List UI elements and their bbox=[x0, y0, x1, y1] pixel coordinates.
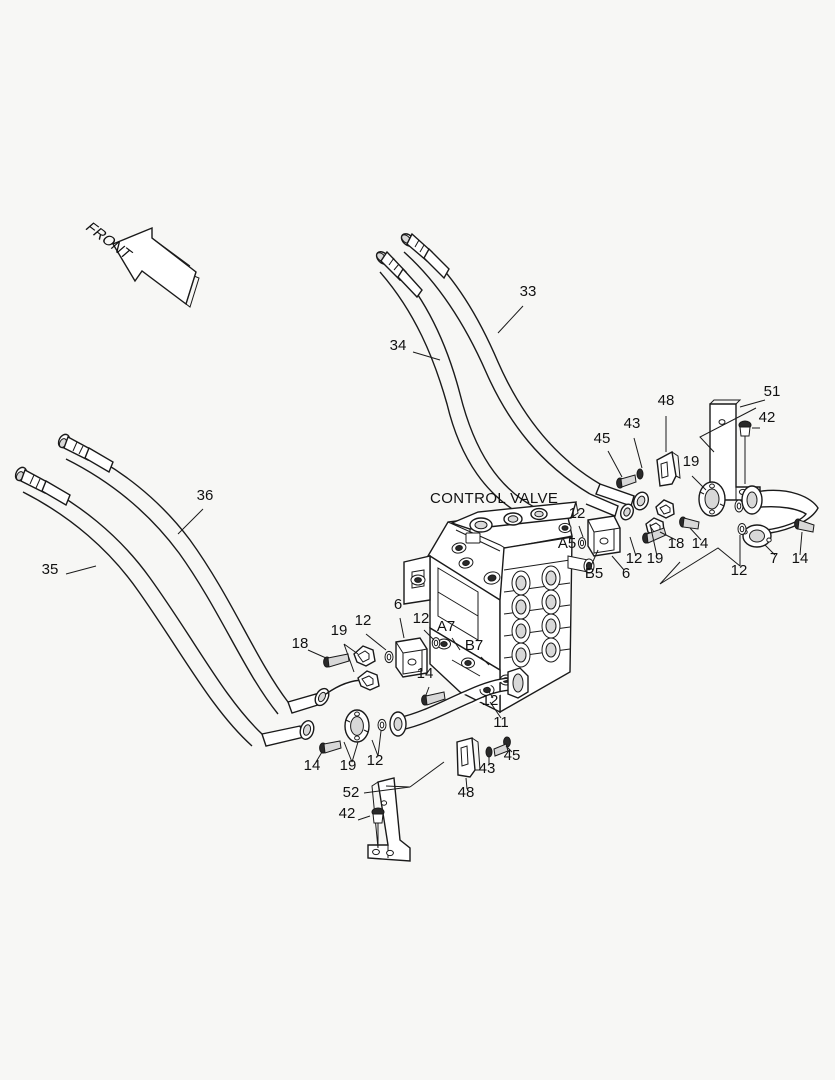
washer-43-lower bbox=[485, 746, 493, 758]
callout-14-b: 14 bbox=[792, 550, 809, 567]
washer-43-upper bbox=[636, 468, 644, 480]
callout-11: 11 bbox=[493, 714, 509, 731]
bolt-45-lower bbox=[493, 736, 511, 757]
callout-7: 7 bbox=[770, 550, 778, 567]
clamp-bracket-48-upper bbox=[656, 450, 681, 487]
callout-port-B7: B7 bbox=[465, 637, 483, 654]
hose-end-coupling-upper bbox=[585, 483, 650, 521]
port-B7-boss bbox=[461, 657, 475, 669]
port-B5-boss bbox=[567, 555, 595, 574]
solenoid-block-6-left bbox=[395, 637, 428, 678]
bolt-14-lower-mid bbox=[421, 691, 446, 706]
callout-port-A5: A5 bbox=[558, 535, 576, 552]
bolt-14-lower-left bbox=[319, 740, 342, 754]
hose-35 bbox=[14, 466, 263, 747]
hose-35-end-coupling bbox=[261, 719, 315, 747]
bracket-52 bbox=[367, 777, 411, 862]
pipe-11 bbox=[389, 667, 529, 737]
callout-51: 51 bbox=[764, 383, 781, 400]
bolt-14-upper-right bbox=[794, 518, 815, 533]
callout-port-B5: B5 bbox=[585, 565, 603, 582]
callout-45-lower: 45 bbox=[504, 747, 521, 764]
callout-6-left: 6 bbox=[394, 596, 402, 613]
callout-35: 35 bbox=[42, 561, 59, 578]
callout-19-upper: 19 bbox=[683, 453, 700, 470]
hose-36-end-fitting bbox=[57, 433, 114, 474]
callout-19-c: 19 bbox=[340, 757, 357, 774]
callout-36: 36 bbox=[197, 487, 214, 504]
title-control-valve: CONTROL VALVE bbox=[430, 490, 558, 507]
half-clamp-19-lower-left bbox=[353, 645, 380, 691]
callout-port-A7: A7 bbox=[437, 618, 455, 635]
callout-52: 52 bbox=[343, 784, 360, 801]
hose-34-end-fitting bbox=[375, 250, 423, 299]
oring-12-upper-low bbox=[737, 523, 747, 535]
callout-42-upper: 42 bbox=[759, 409, 776, 426]
callout-12-c: 12 bbox=[367, 752, 384, 769]
flange-19-upper bbox=[698, 481, 726, 517]
bolt-42-upper bbox=[738, 420, 752, 484]
callout-12-right: 12 bbox=[626, 550, 643, 567]
oring-12-upper-mid bbox=[734, 499, 744, 513]
port-A7-boss bbox=[437, 638, 451, 650]
callout-48-upper: 48 bbox=[658, 392, 675, 409]
hose-33-end-fitting bbox=[400, 232, 450, 280]
callout-12-left: 12 bbox=[355, 612, 372, 629]
callout-48-lower: 48 bbox=[458, 784, 475, 801]
solenoid-block-6-right bbox=[587, 515, 621, 557]
hose-35-end-fitting bbox=[14, 466, 71, 507]
callout-43-lower: 43 bbox=[479, 760, 496, 777]
leader-lines bbox=[65, 305, 803, 821]
elbow-7 bbox=[741, 485, 819, 548]
oring-12-upper-left bbox=[577, 537, 587, 549]
clamp-bracket-48-lower bbox=[456, 737, 481, 778]
callout-14-c: 14 bbox=[304, 757, 321, 774]
oring-12-lower-mid bbox=[431, 637, 441, 649]
bolt-18-lower bbox=[323, 653, 350, 668]
callout-18-right: 18 bbox=[668, 535, 685, 552]
callout-18-left: 18 bbox=[292, 635, 309, 652]
callout-19-right: 19 bbox=[647, 550, 664, 567]
callout-42-lower: 42 bbox=[339, 805, 356, 822]
bolt-14-upper-mid bbox=[679, 516, 700, 530]
callout-45-upper: 45 bbox=[594, 430, 611, 447]
callout-6-right: 6 bbox=[622, 565, 630, 582]
control-valve-assembly bbox=[403, 501, 595, 714]
port-A5-boss bbox=[558, 522, 572, 534]
callout-12-a: 12 bbox=[569, 505, 586, 522]
oring-12-lower-left bbox=[384, 650, 394, 664]
hose-34 bbox=[375, 250, 541, 521]
flange-19-lower bbox=[344, 709, 370, 743]
bolt-45-upper bbox=[616, 474, 637, 489]
callout-43-upper: 43 bbox=[624, 415, 641, 432]
hose-36 bbox=[57, 433, 289, 715]
oring-12-lower-right bbox=[377, 718, 387, 732]
hose-36-end-coupling bbox=[287, 687, 330, 714]
callout-14-m: 14 bbox=[417, 665, 434, 682]
callout-12-m: 12 bbox=[413, 610, 430, 627]
hose-33 bbox=[400, 232, 601, 495]
lower-left-detail bbox=[261, 637, 529, 862]
callout-19-left: 19 bbox=[331, 622, 348, 639]
callout-12-b: 12 bbox=[731, 562, 748, 579]
front-arrow-icon bbox=[111, 226, 200, 308]
callout-33: 33 bbox=[520, 283, 537, 300]
callout-12-n: 12 bbox=[482, 692, 499, 709]
callout-14-right: 14 bbox=[692, 535, 709, 552]
callout-34: 34 bbox=[390, 337, 407, 354]
upper-right-detail bbox=[577, 399, 819, 557]
bolt-42-lower bbox=[371, 807, 385, 848]
